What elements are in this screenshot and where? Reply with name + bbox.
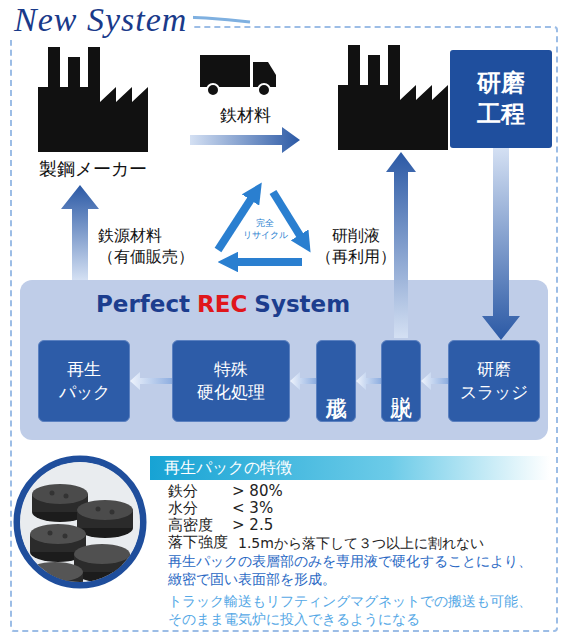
spec-cell: 水分 bbox=[168, 499, 228, 519]
recycle-icon bbox=[230, 258, 302, 266]
puck-photo bbox=[110, 510, 115, 515]
puck-photo bbox=[77, 510, 133, 528]
puck-photo bbox=[48, 531, 53, 536]
feature-header: 再生パックの特徴 bbox=[150, 456, 550, 480]
puck-photo bbox=[77, 518, 133, 538]
puck-photo bbox=[96, 507, 101, 512]
delivery-arrow bbox=[190, 127, 300, 153]
panel-title-word: REC bbox=[197, 291, 247, 317]
truck-icon bbox=[207, 84, 219, 96]
truck-icon bbox=[258, 84, 270, 96]
puck-photo bbox=[17, 459, 143, 585]
flow-arrow bbox=[130, 372, 172, 390]
process-box: 特殊 硬化処理 bbox=[172, 340, 290, 422]
puck-photo bbox=[27, 580, 83, 600]
puck-photo bbox=[30, 542, 86, 562]
puck-photo bbox=[77, 500, 133, 520]
note-text: トラック輸送もリフティングマグネットでの搬送も可能、 そのまま電気炉に投入できる… bbox=[168, 592, 538, 628]
truck-icon bbox=[200, 55, 250, 87]
note-text: 再生パックの表層部のみを専用液で硬化することにより、 緻密で固い表面部を形成。 bbox=[168, 552, 538, 588]
factory-icon bbox=[338, 45, 448, 150]
puck-photo bbox=[17, 459, 143, 600]
process-box: 脱水 bbox=[381, 340, 421, 422]
spec-cell: 鉄分 bbox=[168, 482, 228, 502]
node-label: 再生パックの特徴 bbox=[164, 458, 292, 477]
spec-cell: > 80% bbox=[232, 482, 352, 502]
process-box: 研磨 工程 bbox=[450, 50, 552, 148]
flow-arrow bbox=[482, 148, 520, 340]
puck-photo bbox=[30, 534, 86, 552]
diagram-title: New System bbox=[8, 0, 193, 40]
fluid-label: 研削液 （再利用） bbox=[314, 226, 398, 268]
panel-heading: Perfect REC System bbox=[96, 289, 357, 319]
recycle-label: 完全 リサイクル bbox=[240, 218, 290, 241]
puck-photo bbox=[32, 484, 88, 504]
puck-photo bbox=[74, 544, 130, 564]
flow-arrow bbox=[421, 372, 448, 390]
puck-photo bbox=[64, 494, 69, 499]
puck-photo bbox=[27, 562, 83, 582]
flow-arrow bbox=[61, 185, 99, 280]
process-box: 研磨 スラッジ bbox=[448, 340, 540, 422]
node-label: 特殊 硬化処理 bbox=[181, 358, 281, 404]
puck-photo bbox=[18, 460, 142, 600]
truck-icon bbox=[200, 55, 276, 96]
edge-label: 鉄源材料 （有価販売） bbox=[98, 226, 198, 268]
node-label: 製鋼メーカー bbox=[30, 157, 155, 181]
puck-photo bbox=[30, 524, 86, 544]
puck-photo bbox=[63, 534, 68, 539]
node-label: 成形 bbox=[321, 379, 351, 383]
spec-cell: < 3% bbox=[232, 499, 352, 519]
flow-arrow bbox=[290, 372, 316, 390]
puck-photo bbox=[27, 572, 83, 590]
spec-cell: > 2.5 bbox=[232, 516, 352, 536]
recycle-icon bbox=[218, 192, 304, 262]
puck-photo bbox=[32, 494, 88, 512]
panel-title-word: System bbox=[254, 291, 350, 317]
process-box: 再生 パック bbox=[38, 340, 130, 422]
node-label: 脱水 bbox=[386, 379, 416, 383]
panel-title-word: Perfect bbox=[96, 291, 190, 317]
factory-icon bbox=[38, 47, 148, 152]
spec-cell: 落下強度 bbox=[168, 533, 234, 553]
steel-maker-factory: 製鋼メーカー bbox=[30, 45, 155, 185]
truck-icon bbox=[253, 62, 276, 87]
puck-photo bbox=[50, 491, 55, 496]
node-label: 再生 パック bbox=[47, 358, 121, 404]
puck-photo bbox=[74, 562, 130, 582]
material-label: 鉄材料 bbox=[220, 104, 290, 126]
spec-cell: 高密度 bbox=[168, 516, 228, 536]
recycle-icon bbox=[218, 193, 255, 250]
process-box: 成形 bbox=[316, 340, 356, 422]
spec-cell: 1.5mから落下して３つ以上に割れない bbox=[238, 534, 550, 552]
factory-icon bbox=[30, 45, 155, 155]
node-label: 研磨 工程 bbox=[462, 68, 540, 130]
flow-arrow bbox=[356, 372, 381, 390]
puck-photo bbox=[32, 502, 88, 522]
system-panel: Perfect REC System 再生 パック 特殊 硬化処理 成形 脱水 研磨 スラッジ bbox=[20, 280, 548, 440]
puck-photo bbox=[74, 554, 130, 572]
puck-photo bbox=[18, 460, 142, 584]
node-label: 研磨 スラッジ bbox=[457, 358, 531, 404]
